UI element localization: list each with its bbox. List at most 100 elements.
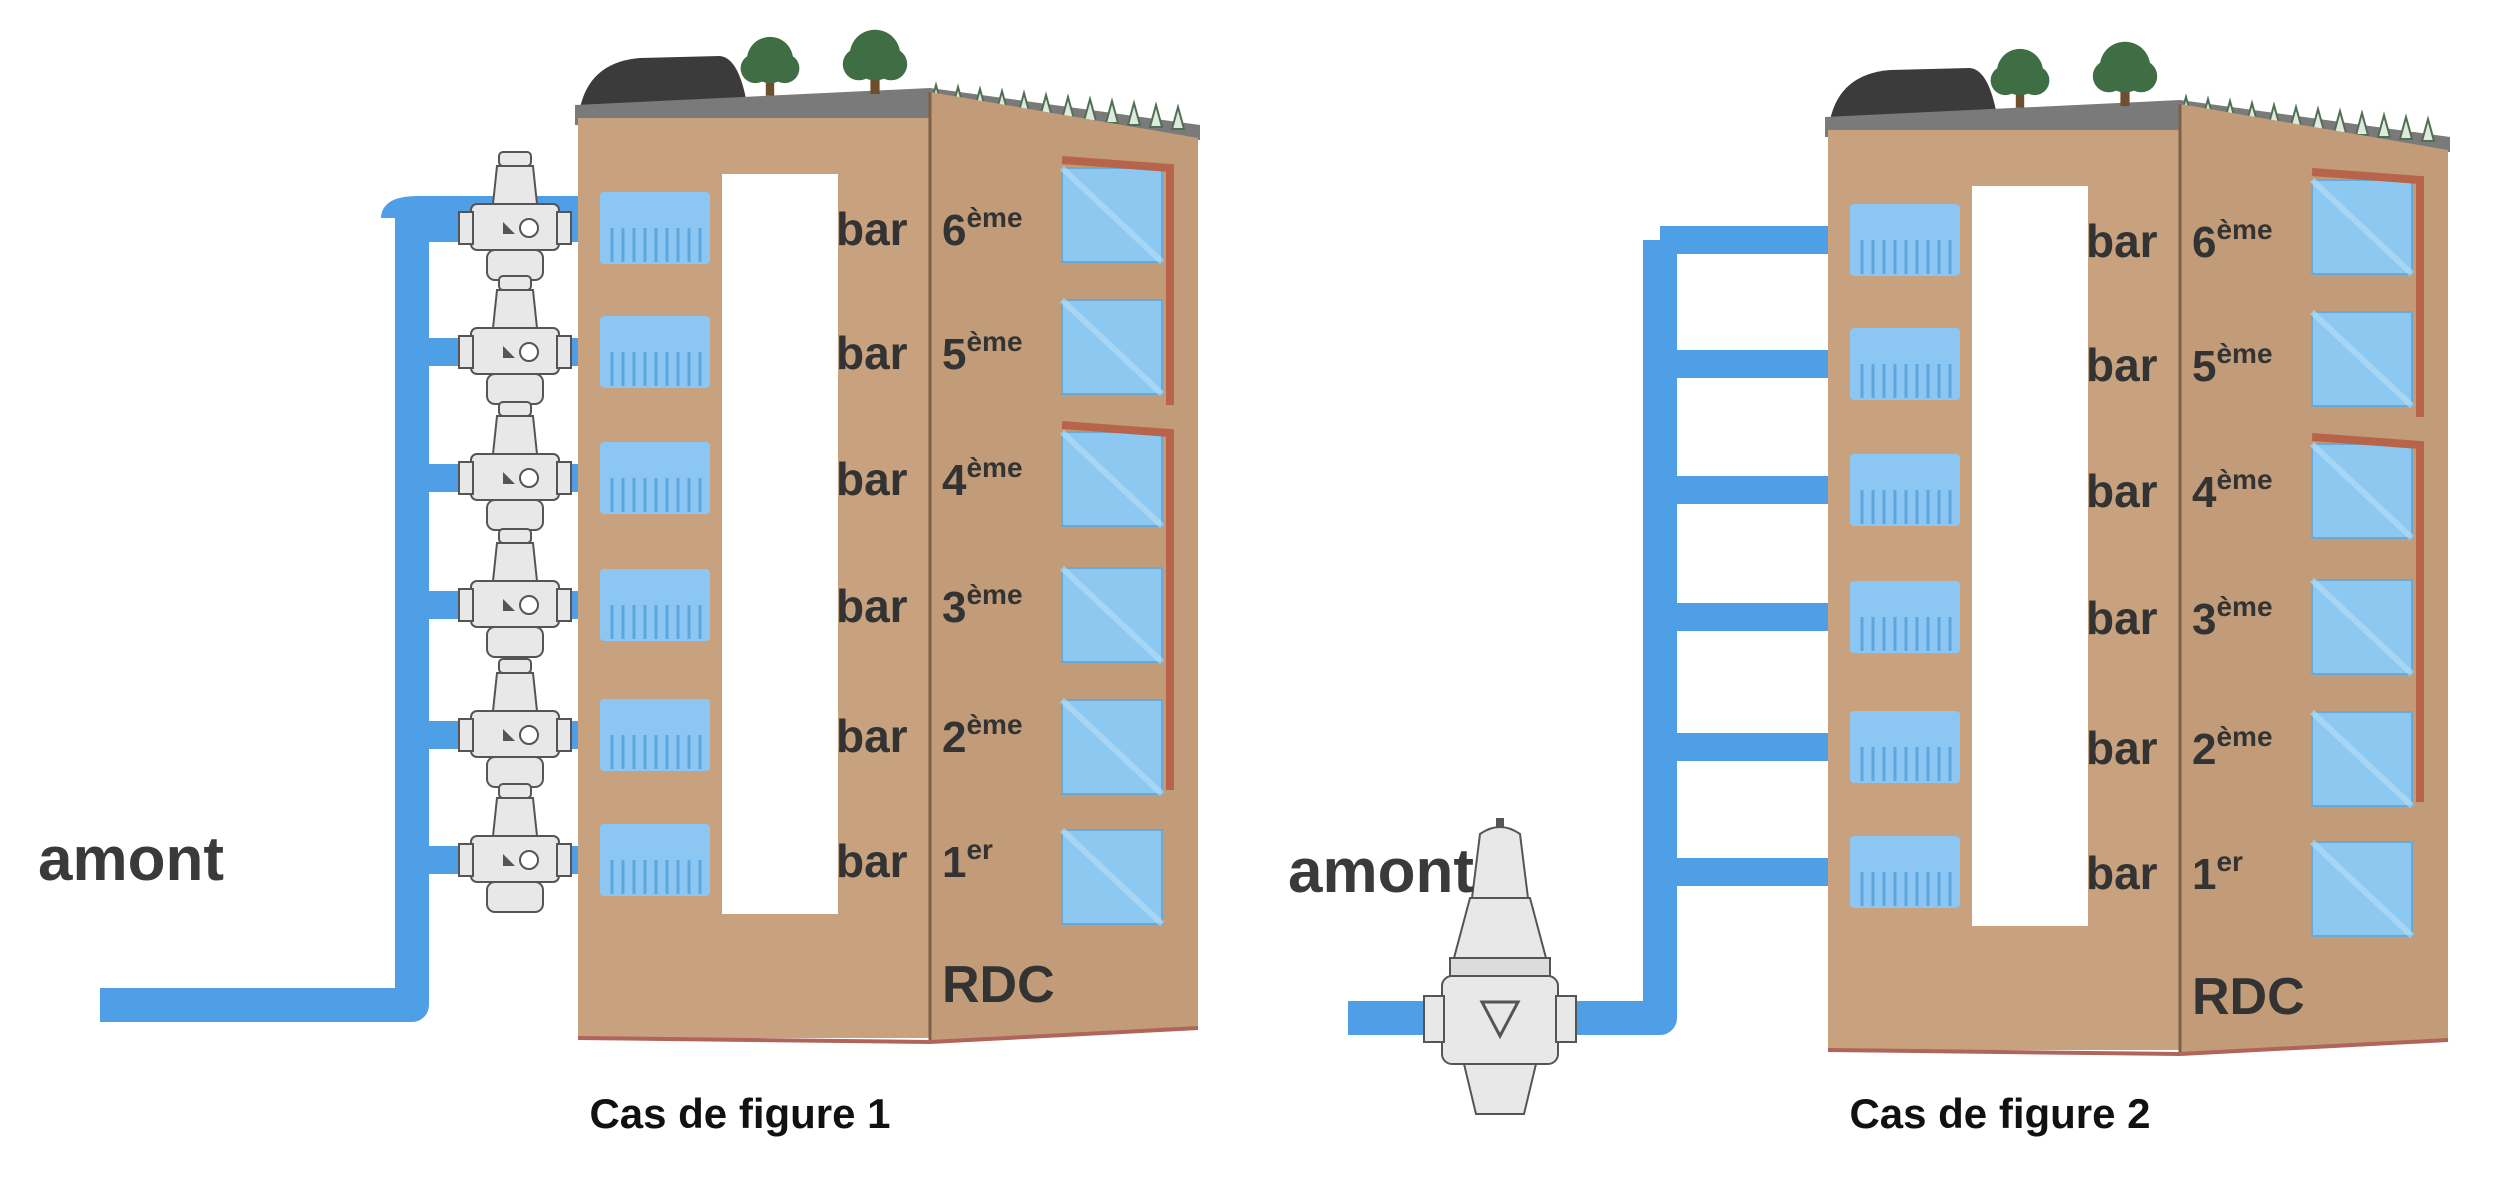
window-reflection (1059, 297, 1165, 397)
pressure-unit-label: bar (2086, 847, 2158, 899)
radiator-icon (600, 824, 710, 896)
window-icon (1059, 165, 1165, 265)
window-reflection (1059, 697, 1165, 797)
window-icon (2309, 839, 2415, 939)
valve-bottom (486, 881, 544, 913)
tree-trunk (870, 75, 880, 95)
tree-icon (1990, 65, 2020, 96)
valve-bonnet (491, 415, 539, 455)
valve-bonnet (491, 797, 539, 837)
window-icon (2309, 309, 2415, 409)
radiator-icon (600, 569, 710, 641)
valve-nut (458, 588, 474, 622)
window-reflection (2309, 839, 2415, 939)
valve-gauge (519, 725, 539, 745)
tree-icon (2020, 65, 2050, 96)
window-reflection (2309, 709, 2415, 809)
case-caption: Cas de figure 1 (589, 1090, 890, 1137)
valve-collar (1449, 957, 1551, 977)
plant-icon (2420, 115, 2436, 142)
blank-pressure-column (722, 174, 838, 914)
ground-line (1827, 1048, 2181, 1056)
radiator-icon (1850, 836, 1960, 908)
upstream-label: amont (1288, 837, 1474, 906)
ground-line (2179, 1038, 2449, 1056)
pressure-unit-label: bar (836, 580, 908, 632)
tree-icon (2092, 60, 2125, 93)
valve-nut (556, 335, 572, 369)
valve-arrow (503, 346, 515, 358)
pressure-unit-label: bar (2086, 722, 2158, 774)
valve-nut (458, 843, 474, 877)
pressure-unit-label: bar (2086, 215, 2158, 267)
valve-cap (498, 151, 532, 167)
valve-bonnet (491, 672, 539, 712)
valve-gauge (519, 218, 539, 238)
pressure-reducing-valve-icon (458, 275, 572, 405)
tree-icon (740, 53, 770, 84)
valve-nut (556, 588, 572, 622)
radiator-icon (600, 316, 710, 388)
pressure-unit-label: bar (836, 327, 908, 379)
valve-nut (556, 843, 572, 877)
valve-gauge (519, 342, 539, 362)
floor-label: 6ème (2192, 214, 2273, 267)
floor-label: 4ème (2192, 464, 2273, 517)
valve-arrow (503, 599, 515, 611)
pressure-reducing-valve-icon (458, 658, 572, 788)
valve-body (470, 203, 560, 251)
floor-label: 3ème (2192, 591, 2273, 644)
tree-trunk (765, 78, 775, 96)
floor-label: 4ème (942, 452, 1023, 505)
roof-dome (580, 56, 748, 110)
valve-nut (556, 718, 572, 752)
window-reflection (1059, 565, 1165, 665)
pressure-reducing-valve-icon (1423, 818, 1577, 1115)
floor-label: 6ème (942, 202, 1023, 255)
tree-trunk (2015, 90, 2025, 108)
pressure-reducing-valve-icon (458, 401, 572, 531)
valve-arrow (503, 472, 515, 484)
window-reflection (2309, 177, 2415, 277)
radiator-icon (600, 442, 710, 514)
valve-bottom (486, 756, 544, 788)
valve-bottom (486, 373, 544, 405)
window-frame (1061, 421, 1174, 790)
valve-body (1441, 975, 1559, 1065)
pressure-unit-label: bar (836, 835, 908, 887)
blank-pressure-column (1972, 186, 2088, 926)
window-icon (1059, 697, 1165, 797)
window-reflection (2309, 441, 2415, 541)
valve-arrow (503, 854, 515, 866)
valve-nut (556, 211, 572, 245)
valve-body (470, 710, 560, 758)
valve-flow-arrow (1479, 1000, 1521, 1040)
window-frame (2311, 433, 2424, 802)
window-reflection (2309, 309, 2415, 409)
valve-bonnet (491, 542, 539, 582)
window-icon (2309, 441, 2415, 541)
pressure-unit-label: bar (836, 203, 908, 255)
window-reflection (2309, 577, 2415, 677)
valve-nut (1555, 995, 1577, 1043)
valve-nut (556, 461, 572, 495)
valve-arrow (503, 222, 515, 234)
valve-nut (458, 718, 474, 752)
pressure-unit-label: bar (836, 710, 908, 762)
radiator-icon (600, 192, 710, 264)
window-icon (1059, 297, 1165, 397)
window-reflection (1059, 429, 1165, 529)
branch-pipe (381, 196, 600, 227)
valve-cap (498, 658, 532, 674)
plant-icon (1170, 103, 1186, 130)
valve-bonnet (1452, 897, 1548, 959)
window-reflection (1059, 827, 1165, 927)
valve-body (470, 327, 560, 375)
window-frame (1061, 156, 1174, 405)
floor-label: 2ème (2192, 721, 2273, 774)
case-caption: Cas de figure 2 (1849, 1090, 2150, 1137)
valve-nut (458, 335, 474, 369)
